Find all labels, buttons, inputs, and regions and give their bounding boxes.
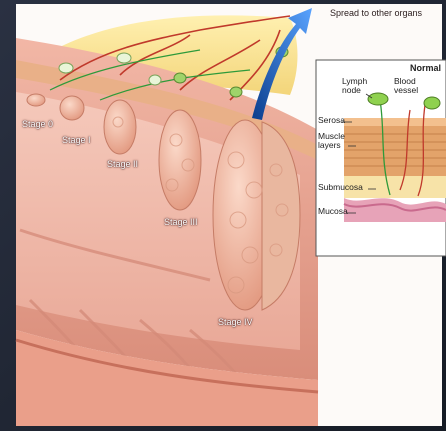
stage-2-label: Stage II xyxy=(107,160,138,169)
stage-0-label: Stage 0 xyxy=(22,120,53,129)
tumor-stage-0 xyxy=(27,94,45,106)
serosa-label: Serosa xyxy=(318,116,345,125)
tumor-stage-3 xyxy=(159,110,201,210)
inset-title: Normal xyxy=(410,64,441,73)
stage-4-label: Stage IV xyxy=(218,318,253,327)
muscle-layers-label: Muscle layers xyxy=(318,132,348,150)
spread-to-organs-label: Spread to other organs xyxy=(330,9,422,18)
mucosa-label: Mucosa xyxy=(318,207,348,216)
tumor-stage-1 xyxy=(60,96,84,120)
lymph-node-label: Lymph node xyxy=(342,77,372,95)
stage-1-label: Stage I xyxy=(62,136,91,145)
submucosa-label: Submucosa xyxy=(318,183,363,192)
stage-3-label: Stage III xyxy=(164,218,198,227)
blood-vessel-label: Blood vessel xyxy=(394,77,428,95)
